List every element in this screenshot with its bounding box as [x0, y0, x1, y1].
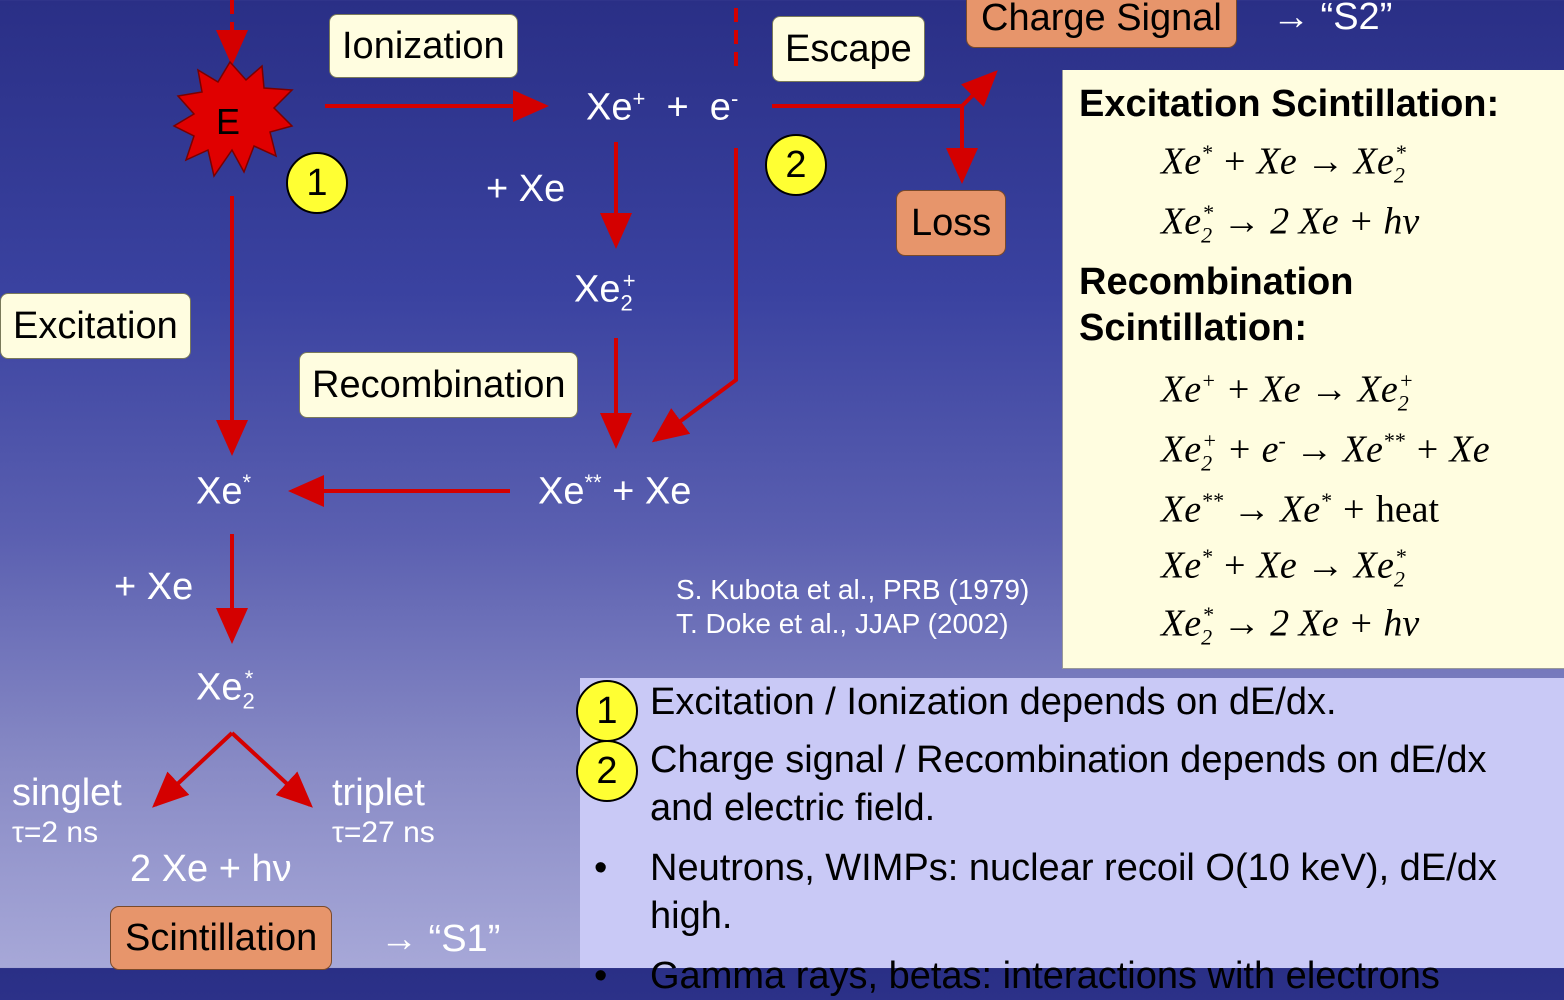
s2-label: → “S2” [1272, 0, 1393, 38]
xe-double-star-label: Xe** + Xe [538, 470, 692, 513]
note-3: Neutrons, WIMPs: nuclear recoil O(10 keV… [650, 847, 1497, 937]
note-1: Excitation / Ionization depends on dE/dx… [650, 681, 1337, 723]
xe-star-label: Xe* [196, 470, 252, 513]
recombination-title-1: Recombination [1079, 261, 1354, 303]
notes-box: 1 Excitation / Ionization depends on dE/… [576, 678, 1564, 997]
plus-xe-lower: + Xe [114, 566, 194, 608]
singlet-label: singlet [12, 772, 122, 814]
energy-label: E [216, 101, 241, 142]
plus-xe-upper: + Xe [486, 168, 566, 210]
escape-tag: Escape [772, 16, 925, 82]
excitation-scintillation-title: Excitation Scintillation: [1079, 83, 1500, 125]
note-marker-2: 2 [576, 740, 638, 802]
triplet-arrow [230, 731, 313, 808]
ionization-tag: Ionization [329, 14, 518, 78]
charge-signal-tag: Charge Signal [966, 0, 1237, 48]
charge-signal-arrow [960, 70, 998, 108]
loss-tag: Loss [896, 190, 1007, 256]
excimer-label: Xe2* [196, 666, 255, 714]
ion-pair-label: Xe+ + e- [586, 86, 739, 129]
triplet-tau: τ=27 ns [332, 816, 435, 849]
arrows-layer [152, 0, 998, 808]
note-bullet-3: • [594, 847, 608, 889]
equation-exc-2: Xe2* → 2 Xe + hν [1161, 200, 1420, 248]
excitation-tag: Excitation [0, 293, 191, 359]
equation-rec-2: Xe2+ + e- → Xe** + Xe [1161, 428, 1490, 476]
electron-recombination-arrow [651, 148, 738, 443]
note-bullet-4: • [594, 955, 608, 997]
equation-exc-1: Xe* + Xe → Xe2* [1161, 140, 1406, 188]
reference-2: T. Doke et al., JJAP (2002) [676, 608, 1009, 639]
s1-label: → “S1” [380, 918, 501, 960]
equation-rec-5: Xe2* → 2 Xe + hν [1161, 602, 1420, 650]
products-label: 2 Xe + hν [130, 848, 292, 890]
note-2: Charge signal / Recombination depends on… [650, 739, 1487, 829]
marker-2: 2 [765, 134, 827, 196]
equations-box: Excitation Scintillation: Xe* + Xe → Xe2… [1062, 70, 1564, 669]
equation-rec-4: Xe* + Xe → Xe2* [1161, 544, 1406, 592]
recombination-title-2: Scintillation: [1079, 307, 1307, 349]
equation-rec-1: Xe+ + Xe → Xe2+ [1161, 368, 1414, 416]
recombination-tag: Recombination [299, 352, 579, 418]
note-marker-1: 1 [576, 680, 638, 742]
energy-burst-icon [172, 60, 294, 178]
reference-1: S. Kubota et al., PRB (1979) [676, 574, 1030, 605]
note-4: Gamma rays, betas: interactions with ele… [650, 955, 1440, 997]
triplet-label: triplet [332, 772, 425, 814]
dimer-ion-label: Xe2+ [574, 268, 636, 316]
equation-rec-3: Xe** → Xe* + heat [1161, 488, 1440, 531]
singlet-tau: τ=2 ns [12, 816, 99, 849]
singlet-arrow [152, 731, 234, 808]
marker-1: 1 [286, 152, 348, 214]
scintillation-tag: Scintillation [110, 906, 333, 970]
